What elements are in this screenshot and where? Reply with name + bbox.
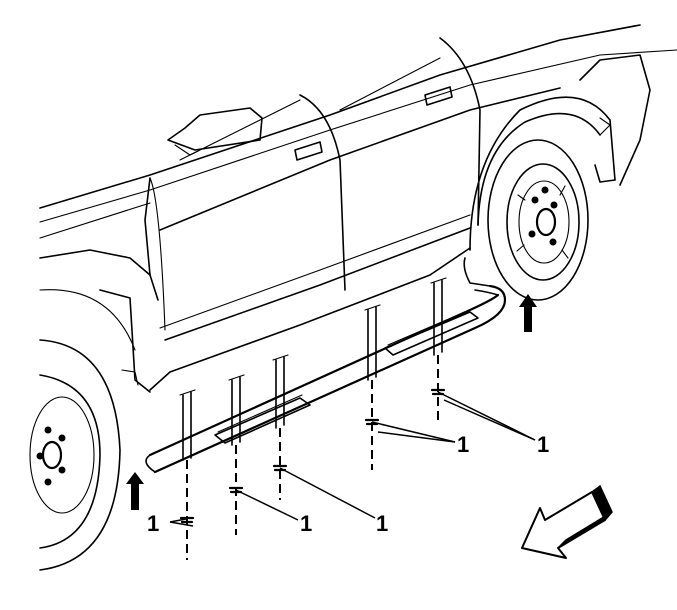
front-wheel [29,339,121,571]
callout-label: 1 [457,432,469,457]
callout-leaders [169,391,536,527]
callout-label: 1 [376,511,388,536]
up-arrow-icon [126,472,144,510]
up-arrow-icon [519,294,537,332]
callout-label: 1 [300,511,312,536]
rear-wheel [487,139,589,301]
callout-label: 1 [147,511,159,536]
truck-body [39,24,677,393]
mounting-brackets [179,277,447,461]
assist-step-bar [145,257,507,474]
callout-label: 1 [537,432,549,457]
vehicle-front-direction-arrow-icon [521,484,613,559]
fastener-lines [179,355,446,560]
